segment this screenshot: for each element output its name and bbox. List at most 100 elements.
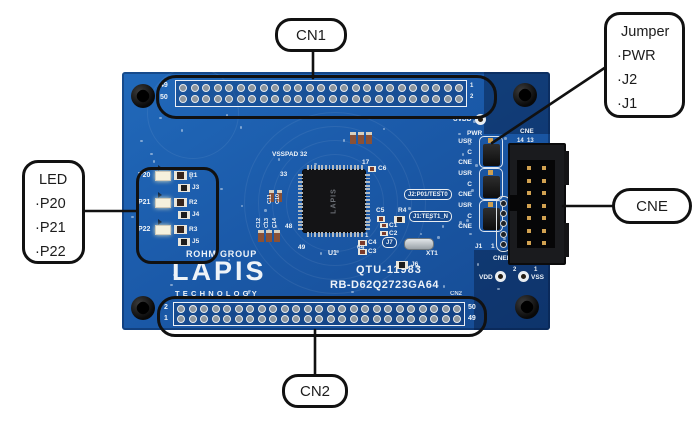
pin-hole [407, 315, 415, 323]
vss-label: VSS [531, 274, 545, 281]
pin-hole [384, 305, 392, 313]
jumper-callout-item-pwr: ·PWR [617, 48, 656, 64]
r1-label: R1 [189, 172, 198, 179]
c6-label: C6 [378, 165, 387, 172]
mcu-pin [307, 232, 309, 237]
pin-hole [294, 84, 302, 92]
mcu-pin [298, 192, 303, 194]
mcu-pin [298, 174, 303, 176]
cn1-pin50-label: 50 [160, 94, 168, 101]
j1-function-label: J1:TEST1_N [409, 211, 453, 222]
cn1-connector [175, 80, 467, 107]
cne-gold-pin [542, 203, 546, 208]
pin-hole [202, 84, 210, 92]
screw-bottom-left [131, 296, 155, 320]
crystal-xt1 [404, 238, 434, 250]
pin-hole [340, 84, 348, 92]
pin-hole [340, 95, 348, 103]
capacitor [350, 132, 356, 144]
pin-hole [397, 84, 406, 92]
vss-testpoint [518, 271, 529, 282]
capacitor-c12 [258, 230, 264, 242]
mcu-pin [343, 165, 345, 170]
cne-gold-pin [527, 191, 531, 195]
c12-label: C12 [256, 217, 262, 228]
pin-hole [326, 305, 335, 313]
component-r4 [394, 216, 405, 223]
j2-usr-label: USR [458, 170, 472, 177]
cne-gold-pin [527, 216, 531, 220]
jumper-callout-title: Jumper [621, 24, 670, 40]
component-c4 [358, 240, 367, 246]
pin-hole [225, 95, 233, 103]
cne-gold-pin [527, 203, 531, 208]
c3-label: C3 [368, 248, 377, 255]
pin-hole [395, 305, 404, 313]
mcu-pin [365, 224, 370, 227]
pin-hole [211, 315, 220, 323]
cne-connector [508, 143, 569, 265]
pin-hole [420, 95, 429, 103]
mcu-pin [298, 188, 303, 191]
pin-hole [361, 305, 369, 313]
cne-gold-pin [527, 228, 531, 233]
pin-hole [202, 95, 210, 103]
component-c5 [377, 216, 385, 222]
vdd-label: VDD [479, 274, 493, 281]
mcu-pin [361, 165, 363, 170]
jumper-callout-item-j2: ·J2 [617, 72, 638, 88]
mcu-pin [310, 232, 313, 237]
mcu-pin [357, 165, 360, 170]
mcu-pin [298, 184, 303, 187]
cn2-pin49-label: 49 [468, 315, 476, 322]
pin48-label: 48 [285, 223, 293, 230]
mcu-pin [317, 165, 320, 170]
pwr-usr-label: USR [458, 138, 472, 145]
cne-gold-pin [527, 241, 531, 245]
pin-hole [420, 84, 429, 92]
mcu-pin [365, 184, 370, 187]
mcu-pin [317, 232, 320, 237]
pin-hole [317, 95, 325, 103]
j3-label: J3 [192, 184, 200, 191]
pin33-label: 33 [280, 171, 288, 178]
j1-jumper-cap [483, 208, 500, 230]
pin-hole [418, 315, 427, 323]
mcu-pin [350, 232, 352, 237]
r3-label: R3 [189, 226, 198, 233]
pin-hole [430, 315, 438, 323]
pin-hole [246, 305, 254, 313]
pin-hole [409, 84, 417, 92]
pin-hole [315, 315, 323, 323]
pin-hole [305, 95, 314, 103]
cne-gold-pin [527, 166, 531, 170]
cn1-callout-label: CN1 [295, 26, 326, 44]
pin-hole [177, 315, 185, 323]
cnem-label: CNEM [493, 255, 513, 262]
mcu-pin [328, 165, 331, 170]
pin-hole [441, 305, 450, 313]
j5-label: J5 [192, 238, 200, 245]
pin-hole [349, 315, 358, 323]
c10-label: C10 [275, 193, 281, 204]
cne-gold-pin [542, 166, 546, 170]
pin-hole [397, 95, 406, 103]
j7-label: J7 [382, 237, 397, 248]
pin-hole [257, 315, 266, 323]
capacitor-c10 [277, 190, 282, 202]
pin-hole [236, 84, 245, 92]
mcu-pin [365, 177, 370, 180]
component-c6 [368, 166, 376, 172]
cn2-designator: CN2 [450, 291, 463, 297]
mcu-marking: LAPIS [330, 188, 338, 214]
pin17-label: 17 [362, 159, 370, 166]
jumper-callout-item-j1: ·J1 [617, 96, 638, 112]
jumper-callout: Jumper ·PWR ·J2 ·J1 [604, 12, 685, 118]
mcu-pin [346, 165, 349, 170]
c2-label: C2 [389, 230, 398, 237]
cne-callout: CNE [612, 188, 692, 224]
cn1-callout: CN1 [275, 18, 347, 52]
pin-hole [418, 305, 427, 313]
mcu-pin [314, 232, 316, 237]
j1-cne-label: CNE [458, 223, 472, 230]
